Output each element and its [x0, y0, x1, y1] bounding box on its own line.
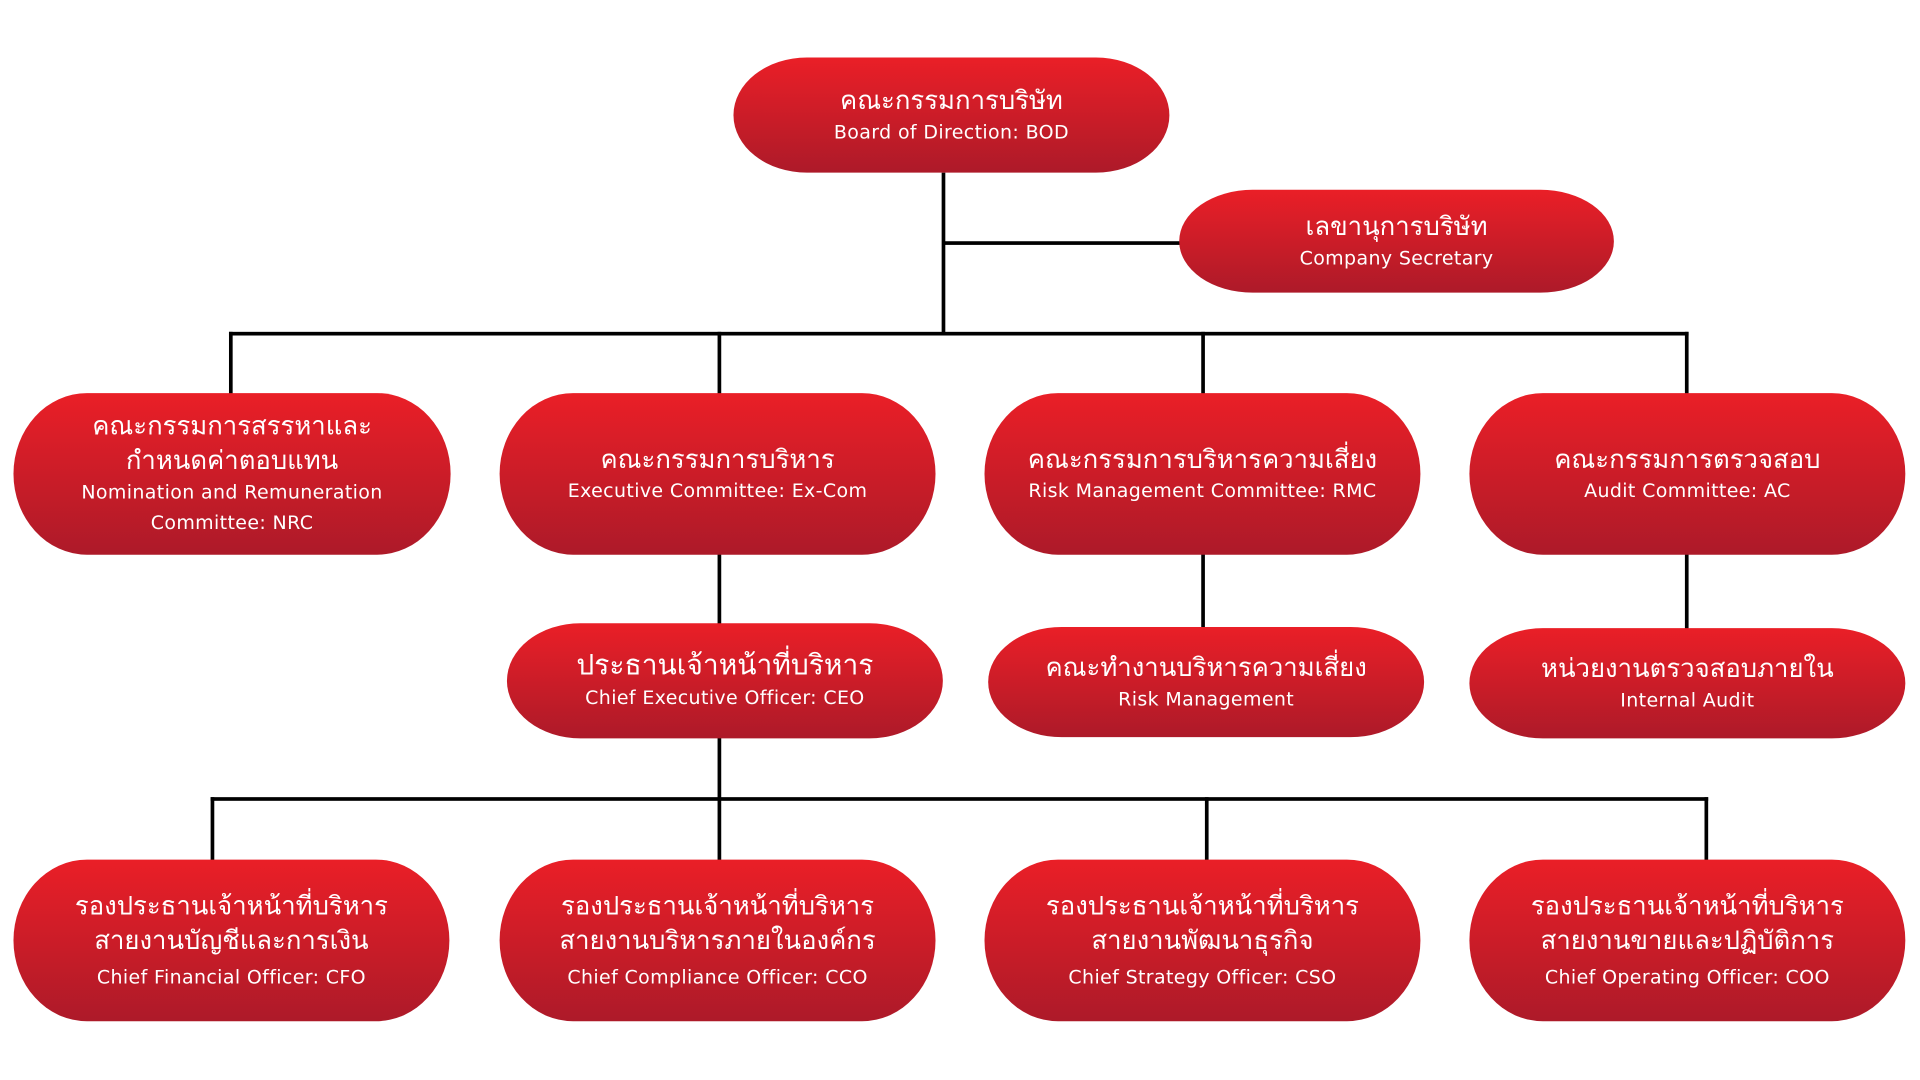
- node-title-en: Nomination and Remuneration: [81, 481, 383, 504]
- connector: [228, 331, 233, 395]
- connector: [1204, 797, 1209, 861]
- node-cfo: รองประธานเจ้าหน้าที่บริหาร สายงานบัญชีแล…: [13, 859, 450, 1022]
- node-title-th: คณะกรรมการบริษัท: [839, 85, 1063, 115]
- node-title-th: คณะทำงานบริหารความเสี่ยง: [1045, 652, 1367, 682]
- node-excom: คณะกรรมการบริหาร Executive Committee: Ex…: [499, 393, 936, 555]
- node-title-en: Chief Compliance Officer: CCO: [567, 965, 868, 988]
- connector: [228, 331, 1689, 336]
- node-company-secretary: เลขานุการบริษัท Company Secretary: [1179, 189, 1614, 293]
- node-rmc: คณะกรรมการบริหารความเสี่ยง Risk Manageme…: [984, 393, 1421, 555]
- node-title-th: เลขานุการบริษัท: [1305, 211, 1488, 241]
- node-title-th: คณะกรรมการบริหารความเสี่ยง: [1027, 443, 1378, 474]
- connector: [942, 241, 1181, 245]
- node-title-en: Executive Committee: Ex-Com: [567, 479, 868, 502]
- connector: [1201, 331, 1205, 395]
- node-title-th: คณะกรรมการบริหาร: [600, 443, 835, 474]
- node-title-en: Internal Audit: [1620, 688, 1755, 711]
- node-title-th: รองประธานเจ้าหน้าที่บริหาร: [74, 890, 388, 921]
- connector: [1704, 797, 1709, 861]
- connector: [717, 331, 722, 395]
- node-title-th: สายงานขายและปฏิบัติการ: [1540, 925, 1835, 955]
- node-title-en: Audit Committee: AC: [1584, 479, 1791, 502]
- node-nrc: คณะกรรมการสรรหาและ กำหนดค่าตอบแทน Nomina…: [13, 393, 451, 555]
- node-title-en: Chief Financial Officer: CFO: [96, 965, 366, 988]
- node-title-th: คณะกรรมการสรรหาและ: [92, 411, 372, 441]
- node-title-th: ประธานเจ้าหน้าที่บริหาร: [576, 649, 874, 682]
- node-title-en: Risk Management: [1118, 687, 1295, 710]
- node-title-en: Chief Operating Officer: COO: [1544, 965, 1830, 988]
- node-title-en: Risk Management Committee: RMC: [1028, 479, 1377, 502]
- node-cco: รองประธานเจ้าหน้าที่บริหาร สายงานบริหารภ…: [499, 859, 936, 1022]
- connector: [210, 797, 1709, 801]
- connector: [717, 553, 722, 625]
- connector: [941, 172, 946, 335]
- node-ceo: ประธานเจ้าหน้าที่บริหาร Chief Executive …: [506, 623, 943, 739]
- connector: [1684, 331, 1689, 395]
- node-internal-audit: หน่วยงานตรวจสอบภายใน Internal Audit: [1469, 628, 1906, 739]
- node-title-th: คณะกรรมการตรวจสอบ: [1554, 443, 1821, 474]
- node-title-en: Committee: NRC: [150, 511, 314, 534]
- node-title-en: Company Secretary: [1299, 246, 1494, 269]
- node-title-en: Chief Executive Officer: CEO: [585, 686, 865, 709]
- connector: [210, 797, 215, 861]
- node-coo: รองประธานเจ้าหน้าที่บริหาร สายงานขายและป…: [1469, 859, 1906, 1022]
- node-title-th: สายงานพัฒนาธุรกิจ: [1091, 925, 1314, 955]
- node-title-th: หน่วยงานตรวจสอบภายใน: [1541, 653, 1834, 683]
- node-title-th: รองประธานเจ้าหน้าที่บริหาร: [561, 890, 875, 921]
- node-title-en: Board of Direction: BOD: [833, 120, 1069, 143]
- node-title-th: รองประธานเจ้าหน้าที่บริหาร: [1045, 890, 1359, 921]
- node-ac: คณะกรรมการตรวจสอบ Audit Committee: AC: [1469, 393, 1906, 555]
- node-title-th: รองประธานเจ้าหน้าที่บริหาร: [1530, 890, 1844, 921]
- node-cso: รองประธานเจ้าหน้าที่บริหาร สายงานพัฒนาธุ…: [984, 859, 1421, 1022]
- connector: [1684, 553, 1689, 630]
- node-bod: คณะกรรมการบริษัท Board of Direction: BOD: [733, 57, 1170, 173]
- node-title-en: Chief Strategy Officer: CSO: [1068, 965, 1337, 988]
- node-title-th: สายงานบริหารภายในองค์กร: [559, 925, 876, 955]
- node-risk-management: คณะทำงานบริหารความเสี่ยง Risk Management: [988, 626, 1425, 738]
- node-title-th: สายงานบัญชีและการเงิน: [94, 925, 369, 955]
- connector: [1201, 553, 1205, 629]
- node-title-th: กำหนดค่าตอบแทน: [125, 445, 339, 476]
